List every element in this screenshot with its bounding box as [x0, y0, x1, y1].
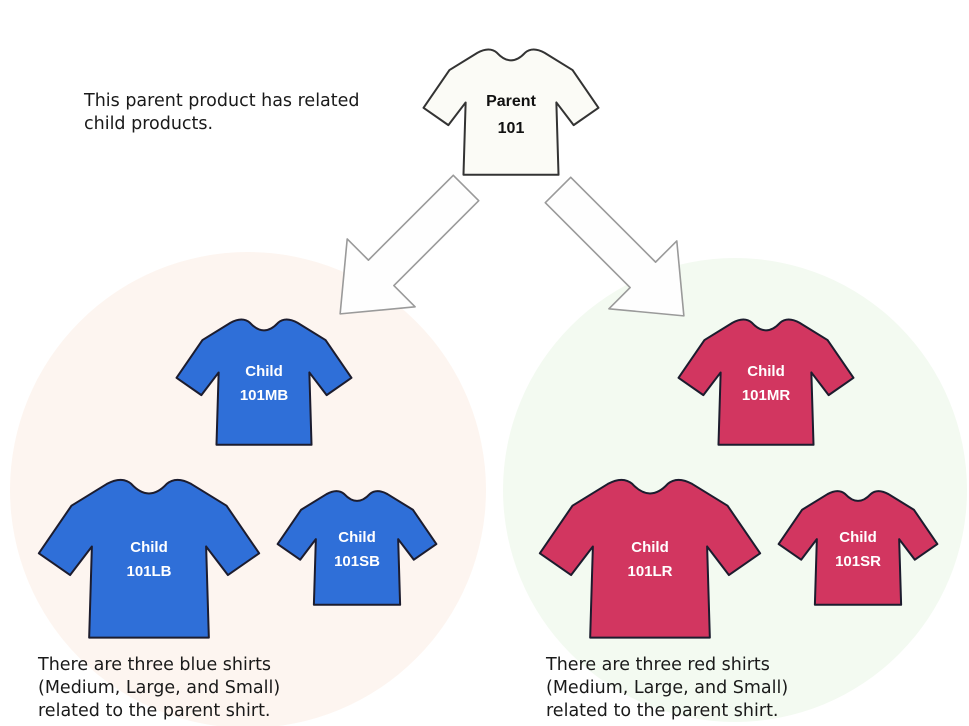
- child-shirt-101sb: Child 101SB: [276, 490, 438, 606]
- shirt-label-line2: 101: [498, 120, 525, 137]
- shirt-label-line1: Child: [839, 529, 877, 546]
- shirt-label-line2: 101SR: [835, 553, 881, 570]
- parent-shirt: Parent 101: [422, 48, 600, 176]
- arrow-to-red-group: [544, 176, 685, 317]
- child-shirt-101sr: Child 101SR: [777, 490, 939, 606]
- blue-group-caption: There are three blue shirts (Medium, Lar…: [38, 655, 281, 721]
- child-shirt-101mb: Child 101MB: [175, 318, 353, 446]
- tshirt-icon: [422, 48, 600, 176]
- shirt-label-line2: 101MB: [240, 387, 289, 404]
- shirt-label-line1: Child: [747, 363, 785, 380]
- shirt-label-line2: 101LR: [627, 563, 672, 580]
- intro-text: This parent product has related child pr…: [84, 91, 360, 134]
- shirt-label-line2: 101LB: [126, 563, 171, 580]
- arrow-to-blue-group: [339, 174, 480, 315]
- red-group-caption: There are three red shirts (Medium, Larg…: [546, 655, 789, 721]
- shirt-label-line1: Child: [338, 529, 376, 546]
- shirt-label-line1: Child: [130, 539, 168, 556]
- shirt-label-line2: 101SB: [334, 553, 380, 570]
- shirt-label-line1: Parent: [486, 93, 536, 110]
- shirt-label-line1: Child: [245, 363, 283, 380]
- shirt-label-line2: 101MR: [742, 387, 791, 404]
- shirt-label-line1: Child: [631, 539, 669, 556]
- child-shirt-101mr: Child 101MR: [677, 318, 855, 446]
- child-shirt-101lb: Child 101LB: [37, 478, 261, 639]
- child-shirt-101lr: Child 101LR: [538, 478, 762, 639]
